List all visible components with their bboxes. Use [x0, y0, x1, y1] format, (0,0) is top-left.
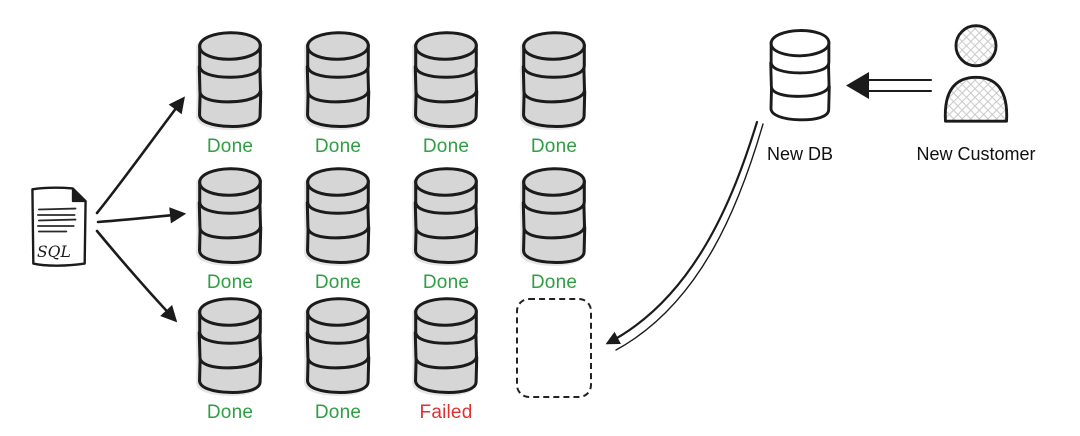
db-cell: Done	[514, 28, 594, 157]
person-icon	[932, 20, 1020, 125]
sql-doc-label: SQL	[37, 243, 71, 261]
folded-corner-icon	[71, 187, 87, 203]
status-label: Done	[530, 272, 578, 293]
database-icon	[413, 296, 479, 395]
database-icon	[197, 296, 263, 395]
db-cell: Done	[514, 164, 594, 293]
status-label: Done	[422, 136, 470, 157]
status-label: Done	[422, 272, 470, 293]
arrow-sql-to-row1	[95, 96, 185, 215]
new-db-icon	[762, 26, 838, 127]
status-label: Done	[530, 136, 578, 157]
database-icon	[305, 296, 371, 395]
status-label: Done	[314, 272, 362, 293]
db-cell: Done	[406, 164, 486, 293]
database-icon	[521, 30, 587, 129]
db-cell: Done	[298, 164, 378, 293]
arrow-sql-to-row2	[96, 207, 187, 224]
arrow-customer-to-newdb-head	[846, 72, 869, 99]
status-label: Done	[206, 402, 254, 423]
database-icon	[197, 30, 263, 129]
db-cell: Done	[190, 164, 270, 293]
arrow-sql-to-row3	[95, 229, 178, 323]
db-cell: Done	[298, 294, 378, 423]
db-cell: Done	[190, 28, 270, 157]
status-label: Done	[206, 136, 254, 157]
database-icon	[413, 30, 479, 129]
db-cell: Failed	[406, 294, 486, 423]
database-icon	[521, 166, 587, 265]
dashed-placeholder	[516, 298, 592, 398]
database-icon	[305, 166, 371, 265]
new-customer-label: New Customer	[916, 144, 1036, 164]
status-label: Failed	[419, 402, 473, 423]
database-icon	[305, 30, 371, 129]
status-label: Done	[314, 136, 362, 157]
db-cell: Done	[406, 28, 486, 157]
db-cell: Done	[190, 294, 270, 423]
database-icon	[413, 166, 479, 265]
status-label: Done	[314, 402, 362, 423]
sql-document-icon: SQL	[26, 182, 92, 270]
db-cell: Done	[298, 28, 378, 157]
status-label: Done	[206, 272, 254, 293]
database-icon	[197, 166, 263, 265]
new-db-label: New DB	[766, 144, 833, 164]
